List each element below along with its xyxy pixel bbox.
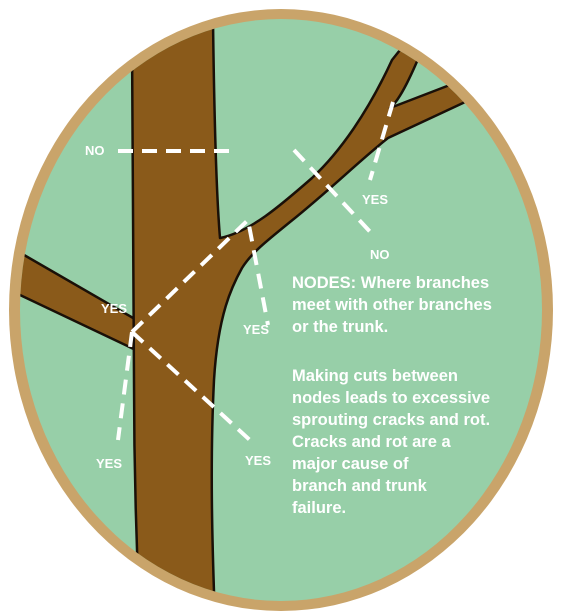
label-yes-left-crotch: YES (101, 301, 127, 316)
note-line-6: sprouting cracks and rot. (292, 411, 490, 429)
note-line-10: failure. (292, 499, 346, 517)
label-yes-lower-right: YES (245, 453, 271, 468)
label-yes-middle-crotch: YES (243, 322, 269, 337)
label-yes-lower-left: YES (96, 456, 122, 471)
note-line-2: meet with other branches (292, 296, 492, 314)
note-line-3: or the trunk. (292, 318, 388, 336)
note-line-4: Making cuts between (292, 367, 458, 385)
note-line-1: NODES: Where branches (292, 274, 489, 292)
label-no-top-left: NO (85, 143, 105, 158)
label-no-upper-branch: NO (370, 247, 390, 262)
note-line-9: branch and trunk (292, 477, 428, 495)
note-line-7: Cracks and rot are a (292, 433, 451, 451)
note-line-8: major cause of (292, 455, 409, 473)
label-yes-upper-branch: YES (362, 192, 388, 207)
note-line-5: nodes leads to excessive (292, 389, 490, 407)
